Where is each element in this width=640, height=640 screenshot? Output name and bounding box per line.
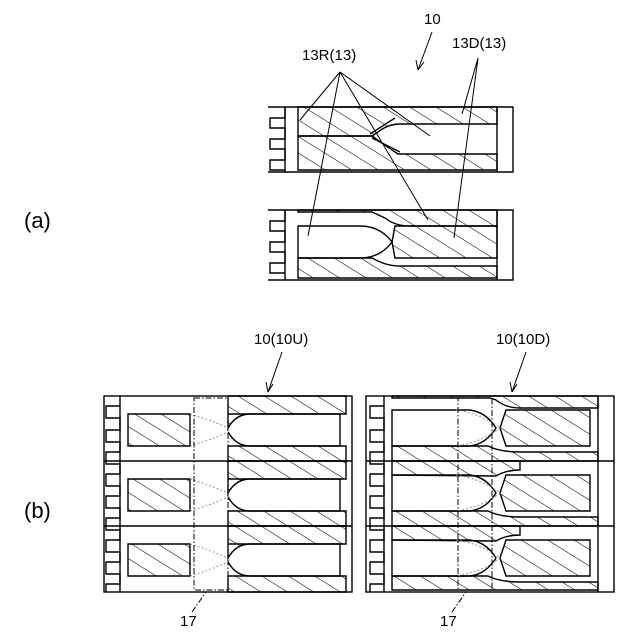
cell-10D-1 [392,396,598,461]
stack-10D: 17 10(10D) [366,331,614,630]
label-part-b: (b) [24,498,51,523]
ref-10D: 10(10D) [496,331,550,348]
cell-10D-2 [392,461,598,526]
ref-17-right: 17 [440,613,457,630]
ref-13D: 13D(13) [452,35,506,52]
cell-10D-3 [392,526,598,590]
figure-b: (b) [24,331,614,630]
cell-10U-3 [128,526,346,592]
ref-13R: 13R(13) [302,47,356,64]
frame-a-lower-bottom-rail [298,258,497,278]
frame-a-lower-top-rail [298,210,497,226]
figure-a: (a) 10 13R(13) 13D( [24,11,513,280]
frame-a-lower [268,210,513,280]
frame-a-upper [268,107,513,172]
label-part-a: (a) [24,208,51,233]
cell-10U-2 [128,461,346,526]
ref-17-left: 17 [180,613,197,630]
cell-10U-1 [128,396,346,461]
ref-10: 10 [424,11,441,28]
ref-10U: 10(10U) [254,331,308,348]
stack-10U: 17 10(10U) [104,331,352,630]
frame-a-upper-top-rail [298,107,497,136]
frame-a-lower-mid-rail [392,226,497,258]
